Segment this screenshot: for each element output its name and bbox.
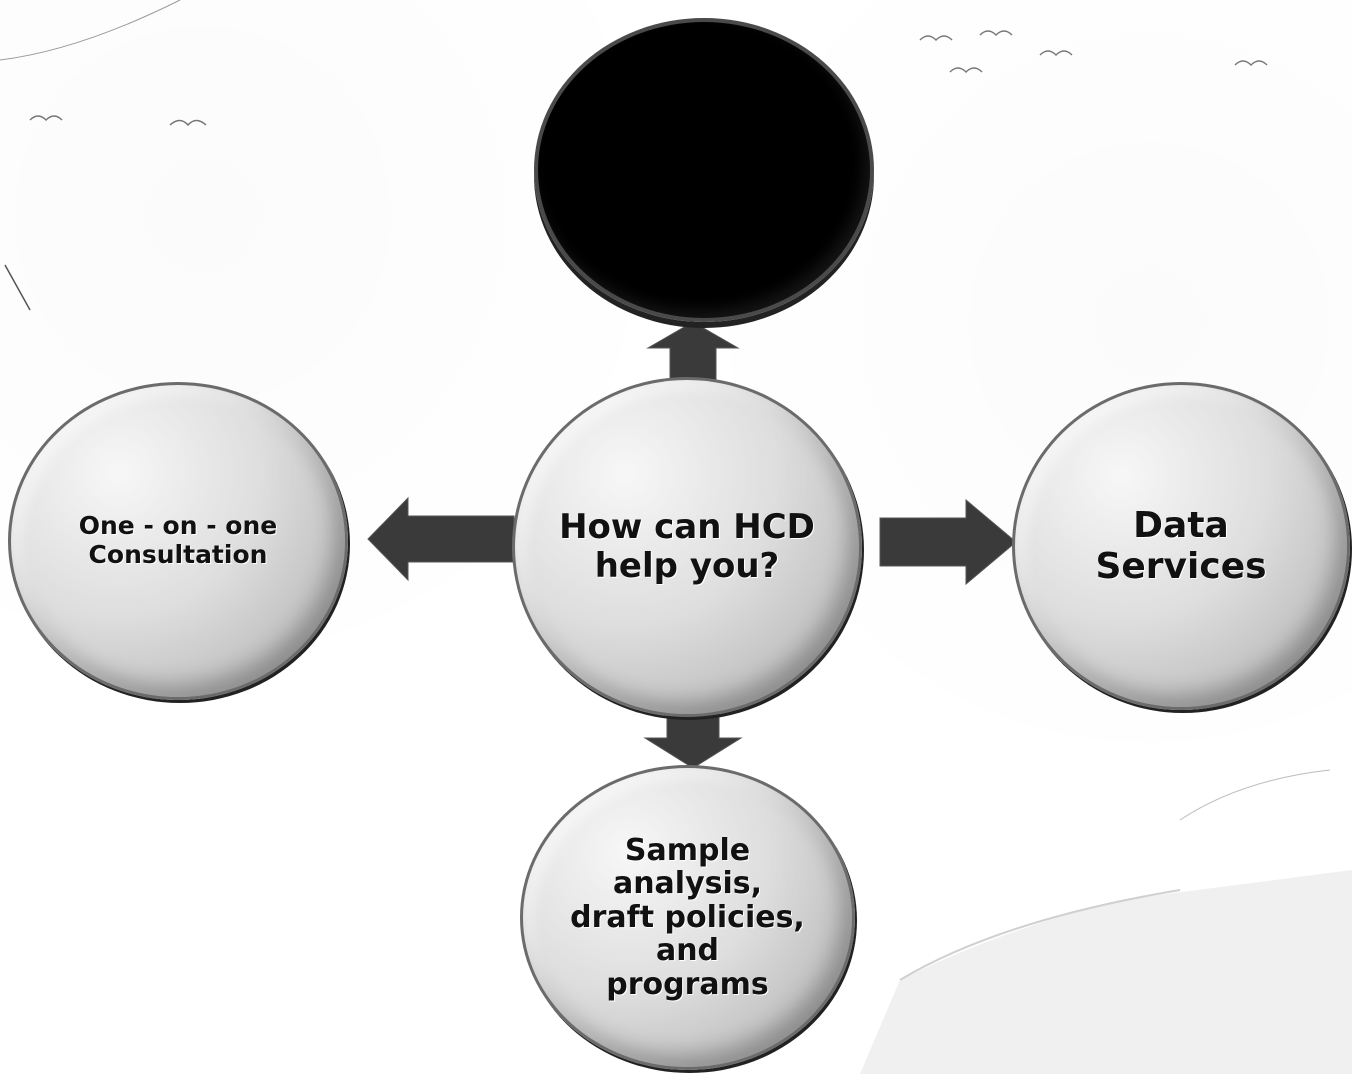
data-services-node-label: Data Services xyxy=(1095,504,1267,587)
arrow-left xyxy=(367,496,515,582)
center-node-label: How can HCD help you? xyxy=(559,506,815,586)
arrow-down xyxy=(643,711,743,769)
center-node-circle: How can HCD help you? xyxy=(512,377,862,717)
data-services-node-circle: Data Services xyxy=(1012,382,1350,710)
consultation-node-circle: One - on - one Consultation xyxy=(8,382,348,700)
arrow-right xyxy=(879,498,1017,586)
top-node-circle xyxy=(534,18,874,322)
sample-analysis-node-circle: Sample analysis, draft policies, and pro… xyxy=(520,765,855,1070)
consultation-node-label: One - on - one Consultation xyxy=(78,511,278,569)
arrow-up xyxy=(646,321,740,381)
sample-analysis-node-label: Sample analysis, draft policies, and pro… xyxy=(570,832,805,1002)
